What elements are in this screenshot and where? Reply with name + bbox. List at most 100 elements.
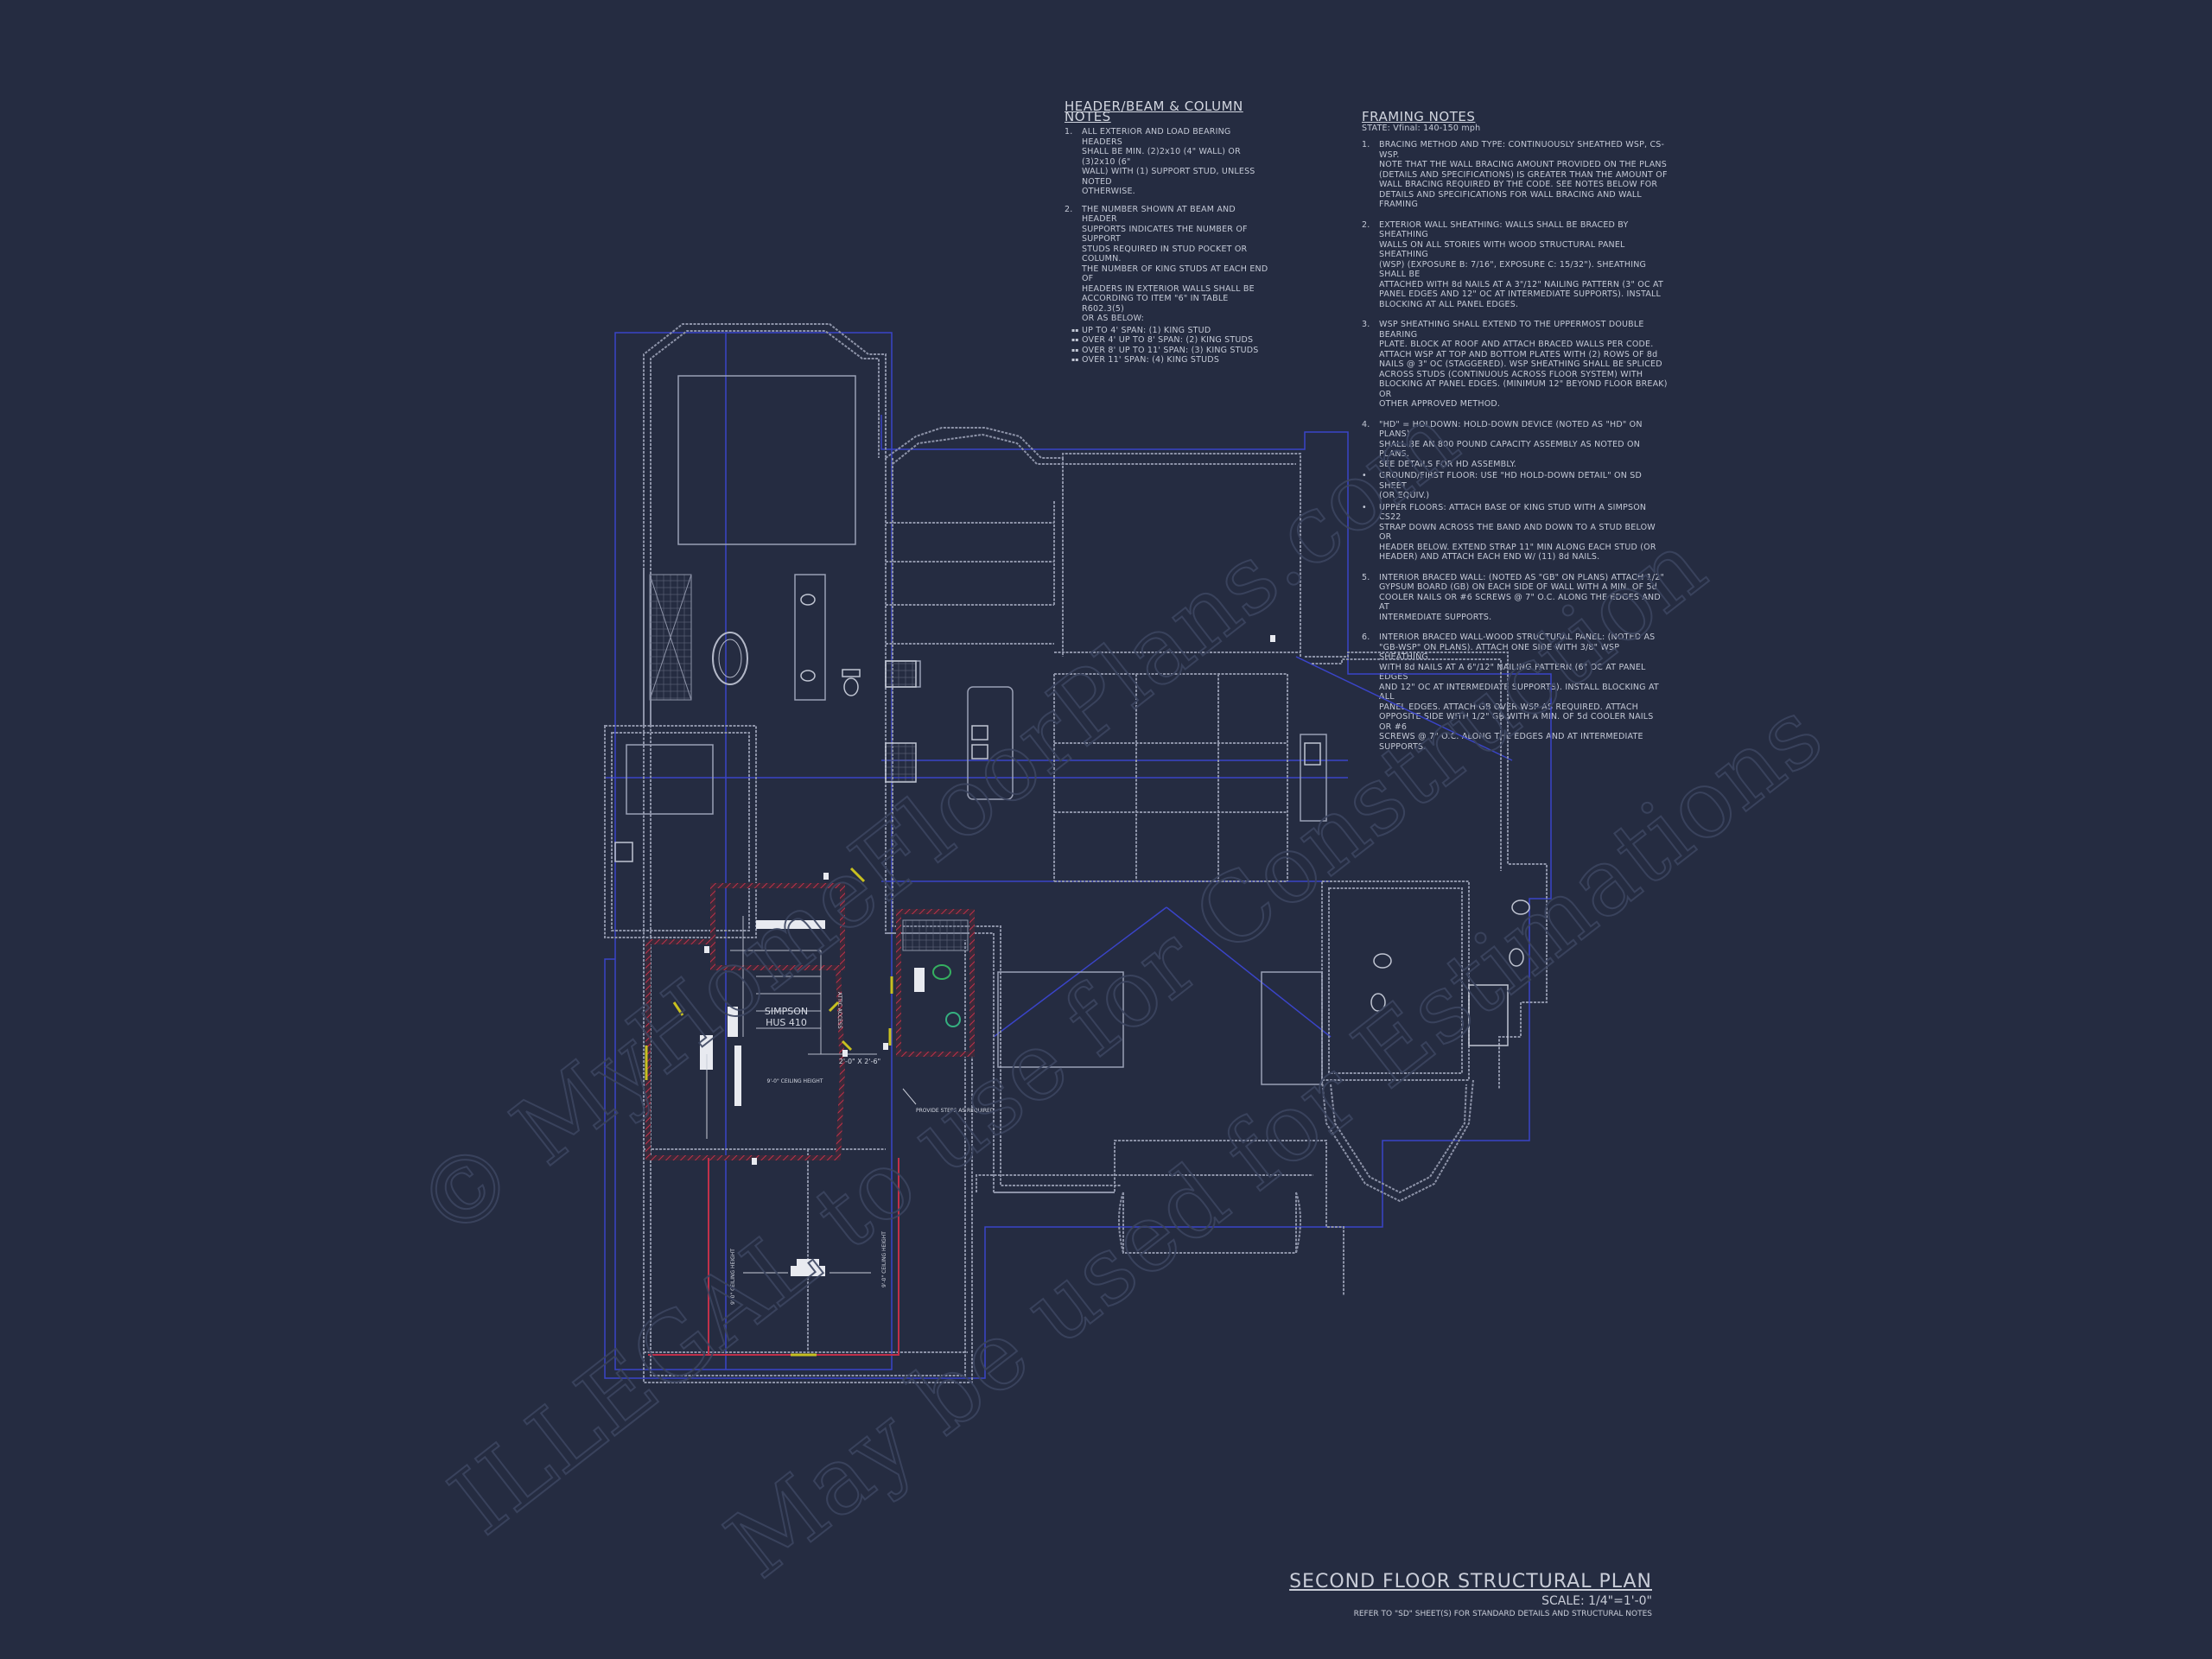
sink-green-icon [945,1012,961,1027]
structural-beams [645,883,975,1356]
closet-right [1261,971,1323,1085]
note-text: INTERIOR BRACED WALL: (NOTED AS "GB" ON … [1379,572,1665,622]
kitchen-island [967,686,1014,800]
note-item: 1. BRACING METHOD AND TYPE: CONTINUOUSLY … [1362,140,1668,210]
kitchen-sink-icon [971,744,988,760]
bathtub-right-icon [1468,984,1509,1046]
note-number: 1. [1065,127,1073,137]
note-item: 5. INTERIOR BRACED WALL: (NOTED AS "GB" O… [1362,573,1668,623]
header-beam-column-notes: HEADER/BEAM & COLUMN NOTES 1. ALL EXTERIO… [1065,99,1272,365]
note-bullet: OVER 8' UP TO 11' SPAN: (3) KING STUDS [1065,346,1272,356]
fireplace-icon [1304,742,1321,766]
note-text: EXTERIOR WALL SHEATHING: WALLS SHALL BE … [1379,219,1663,309]
shower-small [902,919,969,951]
note-text: THE NUMBER SHOWN AT BEAM AND HEADER SUPP… [1082,204,1268,324]
toilet-icon [1509,948,1524,967]
note-text: UPPER FLOORS: ATTACH BASE OF KING STUD W… [1379,502,1656,563]
master-bedroom-ceiling [677,375,856,545]
great-room-ceiling [997,971,1124,1068]
sink-icon [800,594,816,606]
framing-notes-list: 1. BRACING METHOD AND TYPE: CONTINUOUSLY … [1362,140,1668,752]
framing-notes-title: FRAMING NOTES [1362,109,1476,124]
note-item: • UPPER FLOORS: ATTACH BASE OF KING STUD … [1362,503,1668,563]
door-markers [645,867,893,1357]
laundry-sink-icon [614,842,633,862]
attic-access-label: ATTIC ACCESS [836,992,842,1029]
attic-beam-outline [708,1158,899,1356]
sink-icon [1373,953,1392,969]
framing-notes-subtitle: STATE: Vfinal: 140-150 mph [1362,123,1481,133]
door-size-label: 2'-0" X 2'-6" [839,1058,880,1065]
note-text: INTERIOR BRACED WALL-WOOD STRUCTURAL PAN… [1379,632,1659,752]
note-item: 4. "HD" = HOLDOWN: HOLD-DOWN DEVICE (NOTE… [1362,420,1668,470]
beam-block [728,1007,738,1037]
post-marker [883,1043,888,1050]
toilet-tank-icon [842,669,861,677]
beam-block [914,968,925,992]
post-marker [1270,635,1275,642]
header-beam-notes-list: 1. ALL EXTERIOR AND LOAD BEARING HEADERS … [1065,127,1272,324]
simpson-label: SIMPSON [765,1006,808,1017]
note-bullet: UP TO 4' SPAN: (1) KING STUD [1065,326,1272,336]
note-number: 1. [1362,140,1370,149]
plumbing-fixtures [614,594,1530,1046]
header-beam-notes-title: HEADER/BEAM & COLUMN NOTES [1065,99,1243,124]
sheet-reference-note: REFER TO "SD" SHEET(S) FOR STANDARD DETA… [1353,1610,1652,1618]
toilet-icon [1370,993,1386,1012]
bathtub-icon [712,632,748,685]
shower-diagonal [649,574,692,701]
staircase [730,916,877,1055]
beam-block [700,1035,713,1070]
range-icon [885,742,917,783]
room-boxes [626,375,1327,1085]
note-text: ALL EXTERIOR AND LOAD BEARING HEADERS SH… [1082,127,1255,196]
post-marker [842,1050,848,1057]
ceiling-height-right-label: 9'-0" CEILING HEIGHT [881,1231,887,1287]
beam-block [734,1046,741,1106]
note-item: 2. THE NUMBER SHOWN AT BEAM AND HEADER SU… [1065,205,1272,324]
kitchen-sink-icon [971,725,988,741]
note-item: 1. ALL EXTERIOR AND LOAD BEARING HEADERS … [1065,127,1272,197]
note-number: 5. [1362,572,1370,582]
note-text: GROUND/FIRST FLOOR: USE "HD HOLD-DOWN DE… [1379,471,1642,500]
note-text: WSP SHEATHING SHALL EXTEND TO THE UPPERM… [1379,320,1668,409]
post-marker [823,873,829,880]
note-item: 2. EXTERIOR WALL SHEATHING: WALLS SHALL B… [1362,220,1668,310]
bathtub-inner [718,639,742,678]
blue-reference-lines [604,332,1552,1379]
note-bullet: OVER 11' SPAN: (4) KING STUDS [1065,355,1272,365]
closet-box [626,744,714,815]
dimension-arrows [706,1054,917,1274]
pantry-icon [885,660,917,688]
vanity-counter [794,574,826,701]
fireplace-box [1300,734,1327,822]
ceiling-height-left-label: 9'-0" CEILING HEIGHT [730,1249,736,1305]
note-number: • [1362,471,1367,480]
post-marker [752,1158,757,1165]
note-text: BRACING METHOD AND TYPE: CONTINUOUSLY SH… [1379,140,1668,209]
note-bullet: OVER 4' UP TO 8' SPAN: (2) KING STUDS [1065,335,1272,346]
note-item: 3. WSP SHEATHING SHALL EXTEND TO THE UPPE… [1362,320,1668,410]
sheet-title: SECOND FLOOR STRUCTURAL PLAN [1289,1571,1652,1592]
note-number: 6. [1362,632,1370,642]
sheet-scale: SCALE: 1/4"=1'-0" [1541,1594,1652,1608]
note-number: 3. [1362,320,1370,329]
provide-steps-label: PROVIDE STEPS AS REQUIRED [916,1108,995,1114]
note-text: "HD" = HOLDOWN: HOLD-DOWN DEVICE (NOTED … [1379,419,1643,469]
note-number: 2. [1362,219,1370,230]
walls [604,323,1548,1383]
post-blocks [700,635,1275,1276]
header-block [756,920,825,929]
ceiling-height-label: 9'-0" CEILING HEIGHT [767,1078,823,1084]
sink-icon [1511,899,1530,915]
note-number: 2. [1065,204,1073,214]
bath-beam-outline [896,909,975,1057]
note-number: 4. [1362,419,1370,429]
framing-notes: FRAMING NOTES STATE: Vfinal: 140-150 mph… [1362,109,1668,762]
bonus-room-beam [645,939,846,1160]
post-marker [704,946,709,953]
beam-block [797,1259,819,1266]
note-number: • [1362,502,1367,512]
